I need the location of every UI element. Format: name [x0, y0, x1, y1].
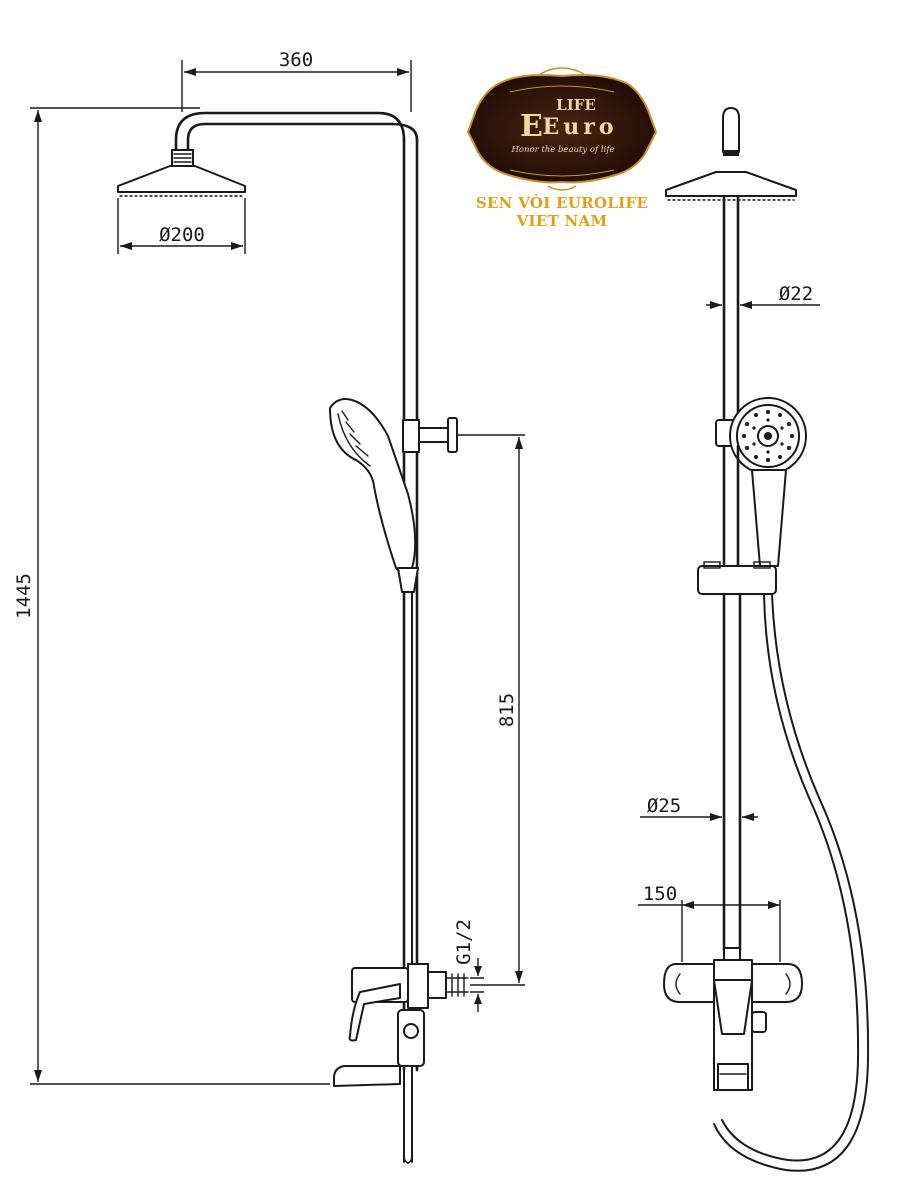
mixer-lever-front [713, 979, 753, 1035]
logo-emblem-bg [466, 74, 658, 184]
dim-bar-length: 815 [496, 693, 518, 727]
shower-arm-inner [186, 122, 419, 152]
dim-bottom-pipe-diameter: Ø25 [647, 795, 681, 817]
spout-outlet-front [717, 1063, 749, 1091]
rain-head-side [117, 165, 246, 193]
side-holder-knob [447, 417, 458, 453]
dim-inlet-thread: G1/2 [453, 919, 475, 965]
mixer-lever-side [348, 983, 401, 1042]
hand-shower-handle [751, 469, 787, 567]
hose-connector-cone [397, 567, 419, 593]
mixer-top-joint [723, 947, 741, 961]
side-view-dimensions: 360 Ø200 1445 815 G1/2 [13, 49, 525, 1085]
logo-main-word: Euro [542, 114, 617, 140]
hose-outer [721, 593, 860, 1162]
brand-name-line2: VIET NAM [516, 212, 608, 230]
dim-head-diameter: Ø200 [159, 224, 205, 246]
tub-spout-side [333, 1065, 401, 1087]
brand-logo: E LIFE Euro Honor the beauty of life SEN… [466, 67, 658, 230]
front-view-dimensions: Ø22 Ø25 150 [638, 283, 820, 962]
front-view [663, 107, 870, 1172]
dim-mixer-center: 150 [643, 883, 677, 905]
dim-arm-reach: 360 [279, 49, 313, 71]
shower-arm-outer [174, 111, 406, 152]
slider-bracket-joint [402, 419, 420, 453]
hose-inner [713, 593, 870, 1172]
hand-shower-nozzles [742, 410, 794, 462]
logo-tagline: Honor the beauty of life [510, 145, 614, 155]
inlet-nut [427, 971, 447, 999]
logo-top-word: LIFE [556, 96, 596, 114]
middle-pipe-front [722, 444, 740, 568]
rain-head-front [665, 171, 797, 197]
brand-name-line1: SEN VÒI EUROLIFE [476, 194, 648, 212]
dim-total-height: 1445 [13, 573, 35, 619]
side-holder-arm [418, 427, 452, 443]
diverter-knob-front [751, 1011, 767, 1033]
dim-top-pipe-diameter: Ø22 [779, 283, 813, 305]
top-pipe-cap [722, 107, 740, 153]
mixer-wall-plate [407, 963, 429, 1009]
lower-pipe-front [722, 592, 742, 952]
side-view [117, 111, 469, 1164]
upper-pipe-front [722, 194, 740, 422]
diverter-knob-side [403, 1023, 419, 1039]
logo-initial: E [520, 109, 543, 144]
slider-holder [697, 565, 777, 595]
